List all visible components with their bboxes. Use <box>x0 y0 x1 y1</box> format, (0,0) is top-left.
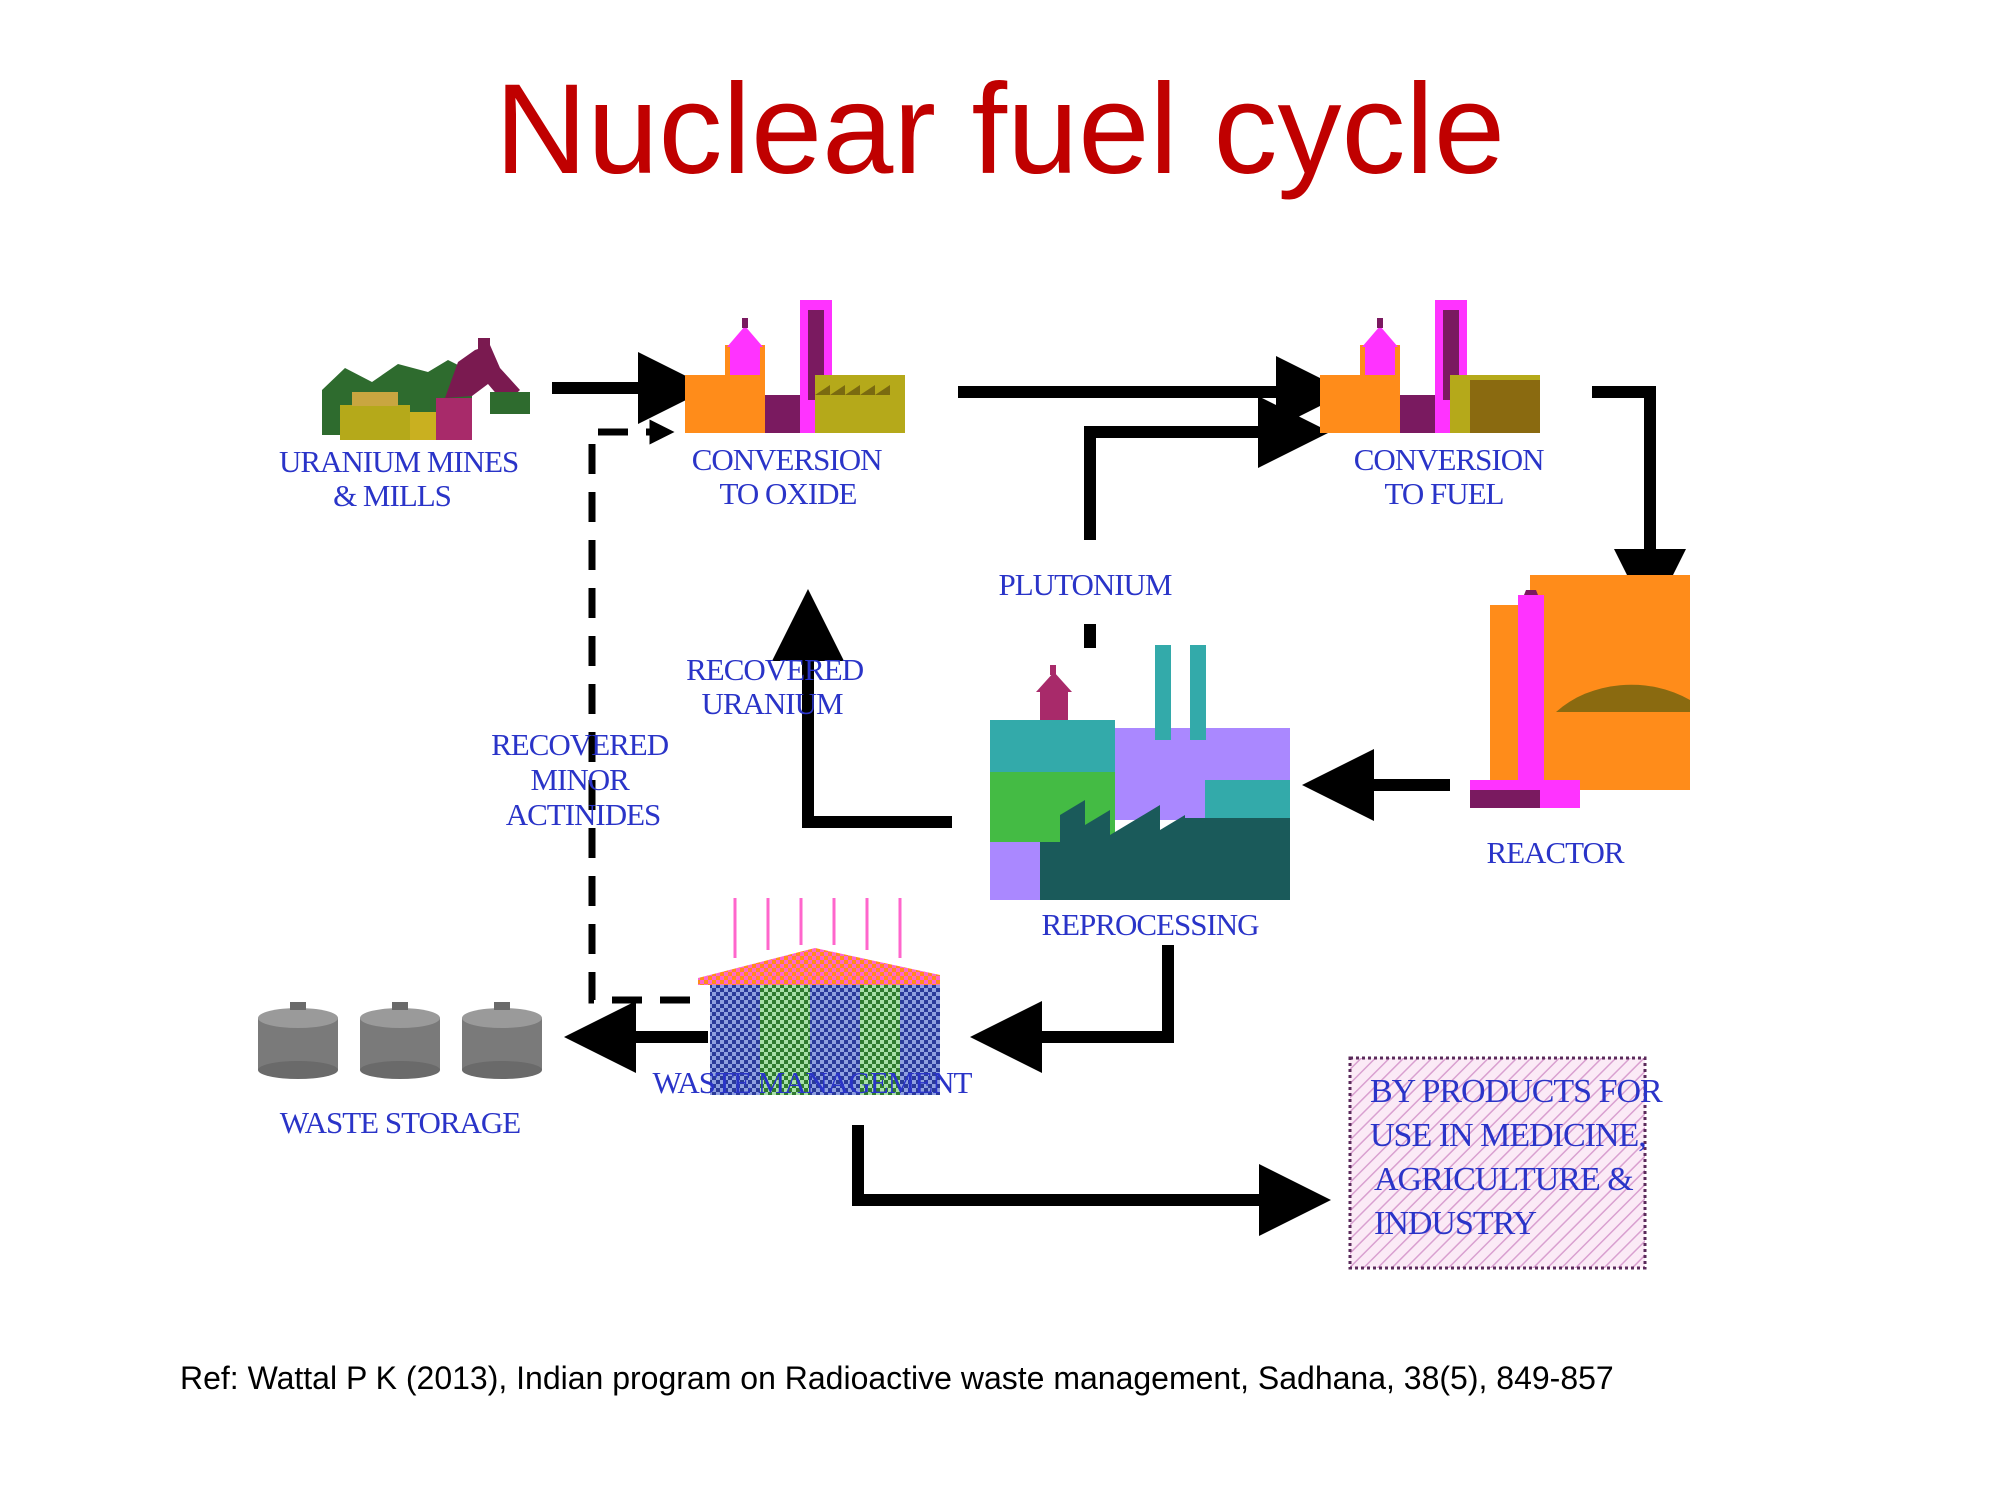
label-uranium-mines: URANIUM MINES & MILLS <box>279 444 525 513</box>
flow-arrows <box>552 352 1686 1236</box>
byproducts-box <box>1348 1056 1647 1270</box>
label-byproducts: BY PRODUCTS FOR USE IN MEDICINE, AGRICUL… <box>1370 1073 1669 1242</box>
label-waste-storage: WASTE STORAGE <box>280 1105 521 1140</box>
storage-drum <box>462 1002 542 1079</box>
arrow-reprocessing-to-waste <box>970 945 1174 1073</box>
oxide-plant-icon <box>685 300 905 433</box>
reprocessing-plant-icon <box>990 645 1290 900</box>
label-reactor: REACTOR <box>1486 835 1624 870</box>
reference-citation: Ref: Wattal P K (2013), Indian program o… <box>180 1360 1614 1396</box>
waste-storage-icon <box>258 1002 542 1079</box>
label-recovered-minor-actinides: RECOVERED MINOR ACTINIDES <box>491 727 675 832</box>
label-conversion-fuel: CONVERSION TO FUEL <box>1354 442 1551 511</box>
arrow-minor-actinides-dashed <box>588 419 690 1004</box>
arrow-recovered-uranium <box>772 589 952 828</box>
arrow-fuel-to-reactor <box>1592 386 1686 621</box>
reactor-icon <box>1470 575 1690 808</box>
storage-drum <box>360 1002 440 1079</box>
label-recovered-uranium: RECOVERED URANIUM <box>686 652 870 721</box>
arrow-waste-to-byproducts <box>852 1125 1331 1236</box>
page-title: Nuclear fuel cycle <box>494 58 1506 201</box>
label-waste-management: WASTE MANAGEMENT <box>653 1065 973 1100</box>
storage-drum <box>258 1002 338 1079</box>
label-reprocessing: REPROCESSING <box>1041 907 1259 942</box>
label-conversion-oxide: CONVERSION TO OXIDE <box>692 442 889 511</box>
waste-management-icon <box>698 898 940 1095</box>
mines-icon <box>322 338 530 440</box>
label-plutonium: PLUTONIUM <box>999 567 1172 602</box>
fuel-plant-icon <box>1320 300 1540 433</box>
arrow-plutonium-to-fuel-upper <box>1084 396 1330 540</box>
